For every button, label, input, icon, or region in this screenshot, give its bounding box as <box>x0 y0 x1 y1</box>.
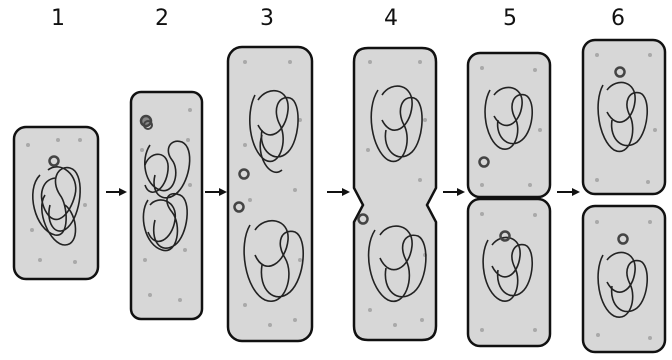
cytoplasm-dots <box>595 53 657 340</box>
stage-label-2: 2 <box>155 6 169 31</box>
plasmid <box>48 155 60 167</box>
plasmid <box>238 168 250 180</box>
dna-loops <box>142 140 191 252</box>
stage-label-6: 6 <box>611 6 625 31</box>
cell-wall-bottom <box>581 204 667 354</box>
cell-wall <box>129 90 204 321</box>
dna-loops <box>597 81 648 318</box>
dna-loops <box>367 85 427 303</box>
cytoplasm-dots <box>480 66 542 332</box>
cell-stage-3 <box>226 45 314 343</box>
plasmid <box>233 201 245 213</box>
plasmid <box>614 66 626 78</box>
dna-loops <box>32 166 81 246</box>
cell-wall-bottom <box>466 197 552 348</box>
cell-stage-6 <box>581 38 667 354</box>
cytoplasm-dots <box>140 108 192 302</box>
plasmid <box>499 230 511 242</box>
dna-loops <box>482 86 533 302</box>
plasmid <box>478 156 490 168</box>
plasmid <box>617 233 629 245</box>
cell-wall <box>352 46 438 342</box>
cell-stage-5 <box>466 51 552 348</box>
stage-label-1: 1 <box>51 6 65 31</box>
cell-stage-4 <box>352 46 438 342</box>
stage-label-3: 3 <box>260 6 274 31</box>
cytoplasm-dots <box>26 138 87 264</box>
cell-stage-1 <box>12 125 100 281</box>
plasmid <box>143 120 153 130</box>
cytoplasm-dots <box>243 60 302 327</box>
cell-stage-2 <box>129 90 204 321</box>
cell-wall-top <box>581 38 667 196</box>
stage-label-4: 4 <box>384 6 398 31</box>
plasmid <box>357 213 369 225</box>
dna-loops <box>243 89 305 303</box>
cell-wall <box>12 125 100 281</box>
stage-label-5: 5 <box>503 6 517 31</box>
